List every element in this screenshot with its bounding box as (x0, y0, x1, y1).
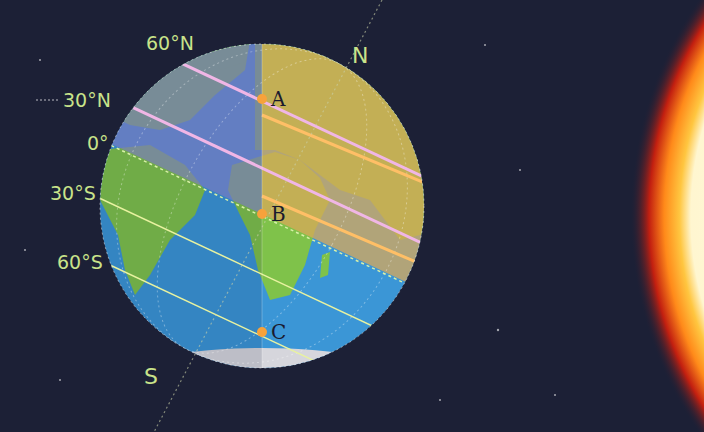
latitude-label: 60°S (57, 253, 103, 272)
pole-label: S (144, 366, 158, 388)
latitude-label: 60°N (146, 34, 194, 53)
globe (61, 0, 462, 420)
point-label: B (271, 204, 286, 224)
latitude-label: 30°S (50, 184, 96, 203)
globe-outline (100, 44, 424, 368)
point-dots (257, 94, 267, 337)
sun (630, 0, 704, 432)
earth-axis (154, 0, 382, 432)
point-label: C (271, 322, 286, 342)
pole-label: N (352, 45, 368, 67)
point-label: A (271, 89, 285, 109)
latitude-label: 0° (87, 134, 109, 153)
latitude-label: 30°N (63, 91, 111, 110)
leader-line (36, 100, 60, 101)
